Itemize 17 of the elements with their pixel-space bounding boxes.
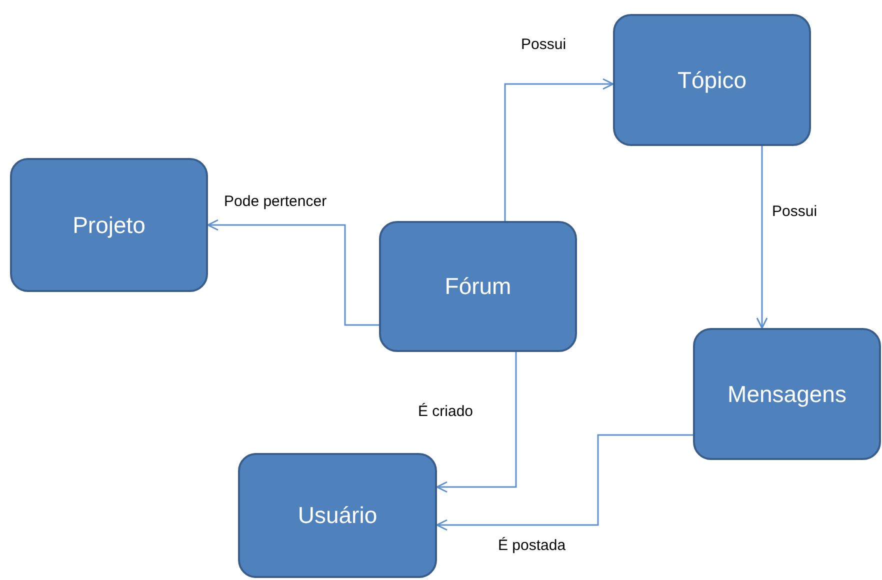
entity-box — [10, 158, 208, 292]
entity-name: Tópico — [677, 66, 747, 94]
entity-box — [238, 453, 437, 578]
arrow — [207, 219, 379, 326]
entity-name: Usuário — [298, 502, 378, 529]
entity-box — [613, 14, 811, 146]
entity-name: Mensagens — [728, 380, 846, 408]
edge-label: É postada — [496, 537, 568, 554]
entity-box — [693, 328, 881, 460]
arrow — [756, 146, 768, 329]
arrow — [436, 352, 517, 493]
arrow — [436, 434, 693, 531]
edge-label: Pode pertencer — [222, 193, 329, 210]
entity-box — [379, 221, 577, 352]
entity-name: Projeto — [72, 212, 146, 238]
entity-name: Fórum — [444, 273, 512, 300]
arrow — [504, 78, 614, 221]
